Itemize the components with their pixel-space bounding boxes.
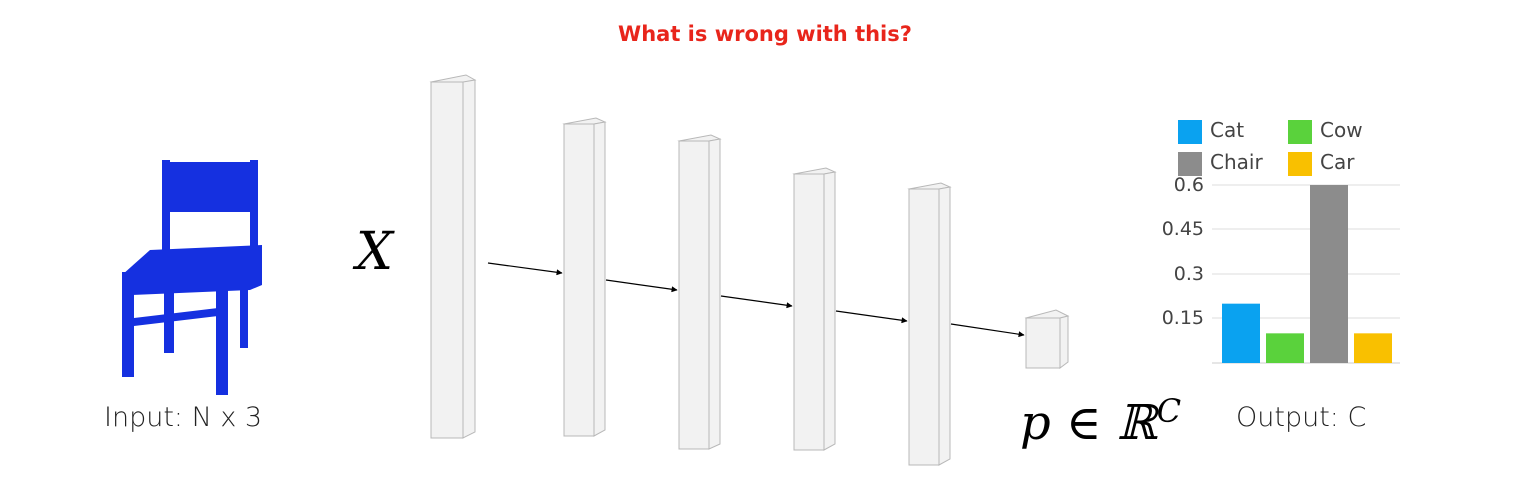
bar-chart (1212, 184, 1400, 364)
arrow-4 (835, 310, 908, 324)
y-tick-0.15: 0.15 (1161, 307, 1204, 329)
legend-label-car: Car (1320, 150, 1355, 174)
bars (1222, 185, 1392, 363)
p-superscript: C (1156, 392, 1182, 430)
slide-title: What is wrong with this? (618, 22, 912, 46)
x-symbol: X (356, 222, 394, 282)
legend-label-chair: Chair (1210, 150, 1263, 174)
legend-item-cow: Cow (1288, 118, 1363, 144)
legend-label-cat: Cat (1210, 118, 1245, 142)
bar-cat (1222, 303, 1260, 363)
legend-swatch-cow (1288, 119, 1312, 144)
y-tick-0.45: 0.45 (1161, 218, 1204, 240)
legend-item-cat: Cat (1178, 118, 1244, 144)
legend-item-car: Car (1288, 150, 1354, 176)
legend-swatch-car (1288, 151, 1312, 176)
output-label: Output: C (1236, 402, 1367, 433)
layer-box-4 (792, 167, 837, 451)
arrow-3 (720, 295, 793, 309)
arrow-2 (605, 279, 678, 293)
layer-box-5 (907, 182, 952, 466)
p-symbol: p ∈ ℝ (1020, 395, 1157, 451)
bar-cow (1266, 333, 1304, 363)
layer-box-2 (562, 117, 607, 437)
legend-swatch-chair (1178, 151, 1202, 176)
output-cube (1024, 309, 1070, 369)
legend-label-cow: Cow (1320, 118, 1363, 142)
p-formula: p ∈ ℝC (1020, 392, 1181, 451)
y-tick-0.3: 0.3 (1173, 263, 1204, 285)
chair-point-cloud (122, 160, 262, 395)
layer-box-1 (429, 74, 477, 439)
legend-swatch-cat (1178, 119, 1202, 144)
y-tick-0.6: 0.6 (1173, 174, 1204, 196)
legend-item-chair: Chair (1178, 150, 1263, 176)
flow-arrows (487, 262, 1025, 338)
arrow-1 (487, 262, 563, 276)
arrow-5 (950, 323, 1025, 338)
bar-car (1354, 333, 1392, 363)
layer-box-3 (677, 134, 722, 450)
input-label: Input: N x 3 (104, 402, 263, 433)
bar-chair (1310, 185, 1348, 363)
